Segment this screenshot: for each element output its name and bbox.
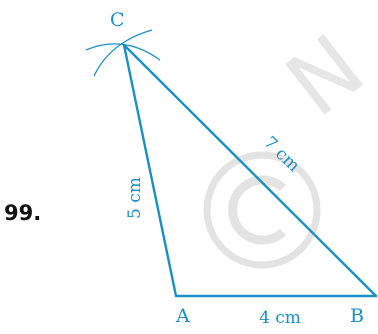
side-bc <box>122 43 378 298</box>
side-ac <box>122 43 178 298</box>
construction-arc-from-a <box>93 29 153 77</box>
side-label-ac: 5 cm <box>125 177 145 219</box>
watermark-copyright-c-glyph <box>228 175 287 245</box>
vertex-label-a: A <box>175 305 190 327</box>
watermark-letter-shape: N <box>268 15 378 137</box>
watermark-copyright-icon <box>203 151 321 269</box>
vertex-label-c: C <box>110 9 125 31</box>
triangle-abc <box>122 43 378 298</box>
construction-arc-from-b <box>85 43 161 61</box>
side-label-ab: 4 cm <box>259 308 301 328</box>
question-number: 99. <box>4 201 41 225</box>
watermark: N <box>203 15 378 269</box>
vertex-label-b: B <box>350 305 364 327</box>
